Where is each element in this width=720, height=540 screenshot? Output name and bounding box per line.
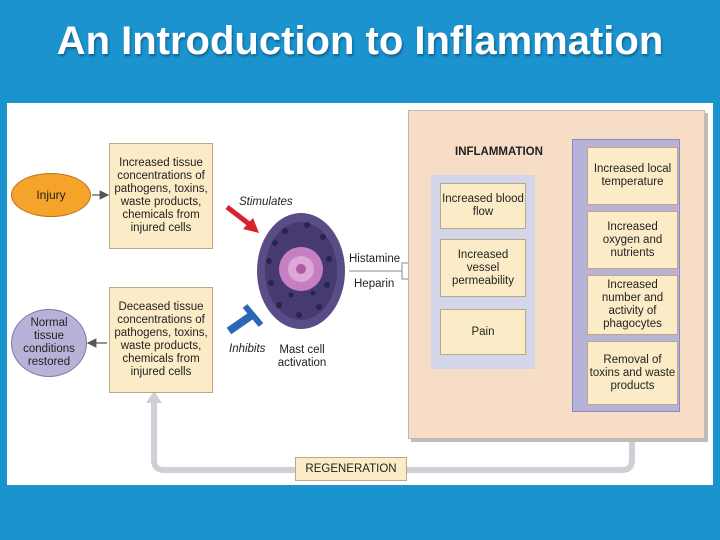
- histamine-label: Histamine: [349, 253, 401, 265]
- effect-blood-flow-box: Increased blood flow: [440, 183, 526, 229]
- inflammation-title: INFLAMMATION: [455, 146, 543, 158]
- outcome-removal-text: Removal of toxins and waste products: [589, 353, 676, 392]
- diagram-connectors: [86, 190, 635, 473]
- effect-pain-text: Pain: [471, 325, 495, 338]
- outcome-phagocytes-text: Increased number and activity of phagocy…: [601, 279, 664, 330]
- outcome-removal-box: Removal of toxins and waste products: [587, 341, 678, 405]
- mast-cell-label: Mast cell activation: [277, 344, 327, 369]
- injury-oval: Injury: [11, 173, 91, 217]
- stimulates-arrowhead: [243, 218, 259, 233]
- regeneration-text: REGENERATION: [305, 462, 397, 475]
- effect-blood-flow-text: Increased blood flow: [442, 193, 524, 218]
- effect-permeability-text: Increased vessel permeability: [452, 248, 514, 287]
- increased-concentrations-text: Increased tissue concentrations of patho…: [114, 157, 208, 234]
- increased-concentrations-box: Increased tissue concentrations of patho…: [109, 143, 213, 249]
- mast-cell-label-box: Mast cell activation: [272, 335, 332, 379]
- normal-conditions-oval: Normal tissue conditions restored: [11, 309, 87, 377]
- outcome-temperature-text: Increased local temperature: [593, 163, 672, 188]
- outcome-oxygen-text: Increased oxygen and nutrients: [602, 220, 663, 259]
- effect-permeability-box: Increased vessel permeability: [440, 239, 526, 297]
- inhibits-symbol: [226, 304, 264, 335]
- regeneration-arrowhead: [146, 391, 162, 403]
- decreased-concentrations-box: Deceased tissue concentrations of pathog…: [109, 287, 213, 393]
- outcome-oxygen-box: Increased oxygen and nutrients: [587, 211, 678, 269]
- outcome-temperature-box: Increased local temperature: [587, 147, 678, 205]
- stimulates-label: Stimulates: [239, 196, 293, 208]
- heparin-label: Heparin: [354, 278, 395, 290]
- decreased-concentrations-text: Deceased tissue concentrations of pathog…: [114, 301, 208, 378]
- effect-pain-box: Pain: [440, 309, 526, 355]
- outcome-phagocytes-box: Increased number and activity of phagocy…: [587, 275, 678, 335]
- inhibits-label: Inhibits: [229, 343, 266, 355]
- normal-conditions-label: Normal tissue conditions restored: [23, 317, 75, 368]
- injury-label: Injury: [36, 187, 66, 202]
- mast-cell: [257, 213, 345, 329]
- inflammation-diagram: Injury Normal tissue conditions restored…: [7, 103, 713, 485]
- slide-title: An Introduction to Inflammation: [56, 19, 664, 63]
- regeneration-box: REGENERATION: [295, 457, 407, 481]
